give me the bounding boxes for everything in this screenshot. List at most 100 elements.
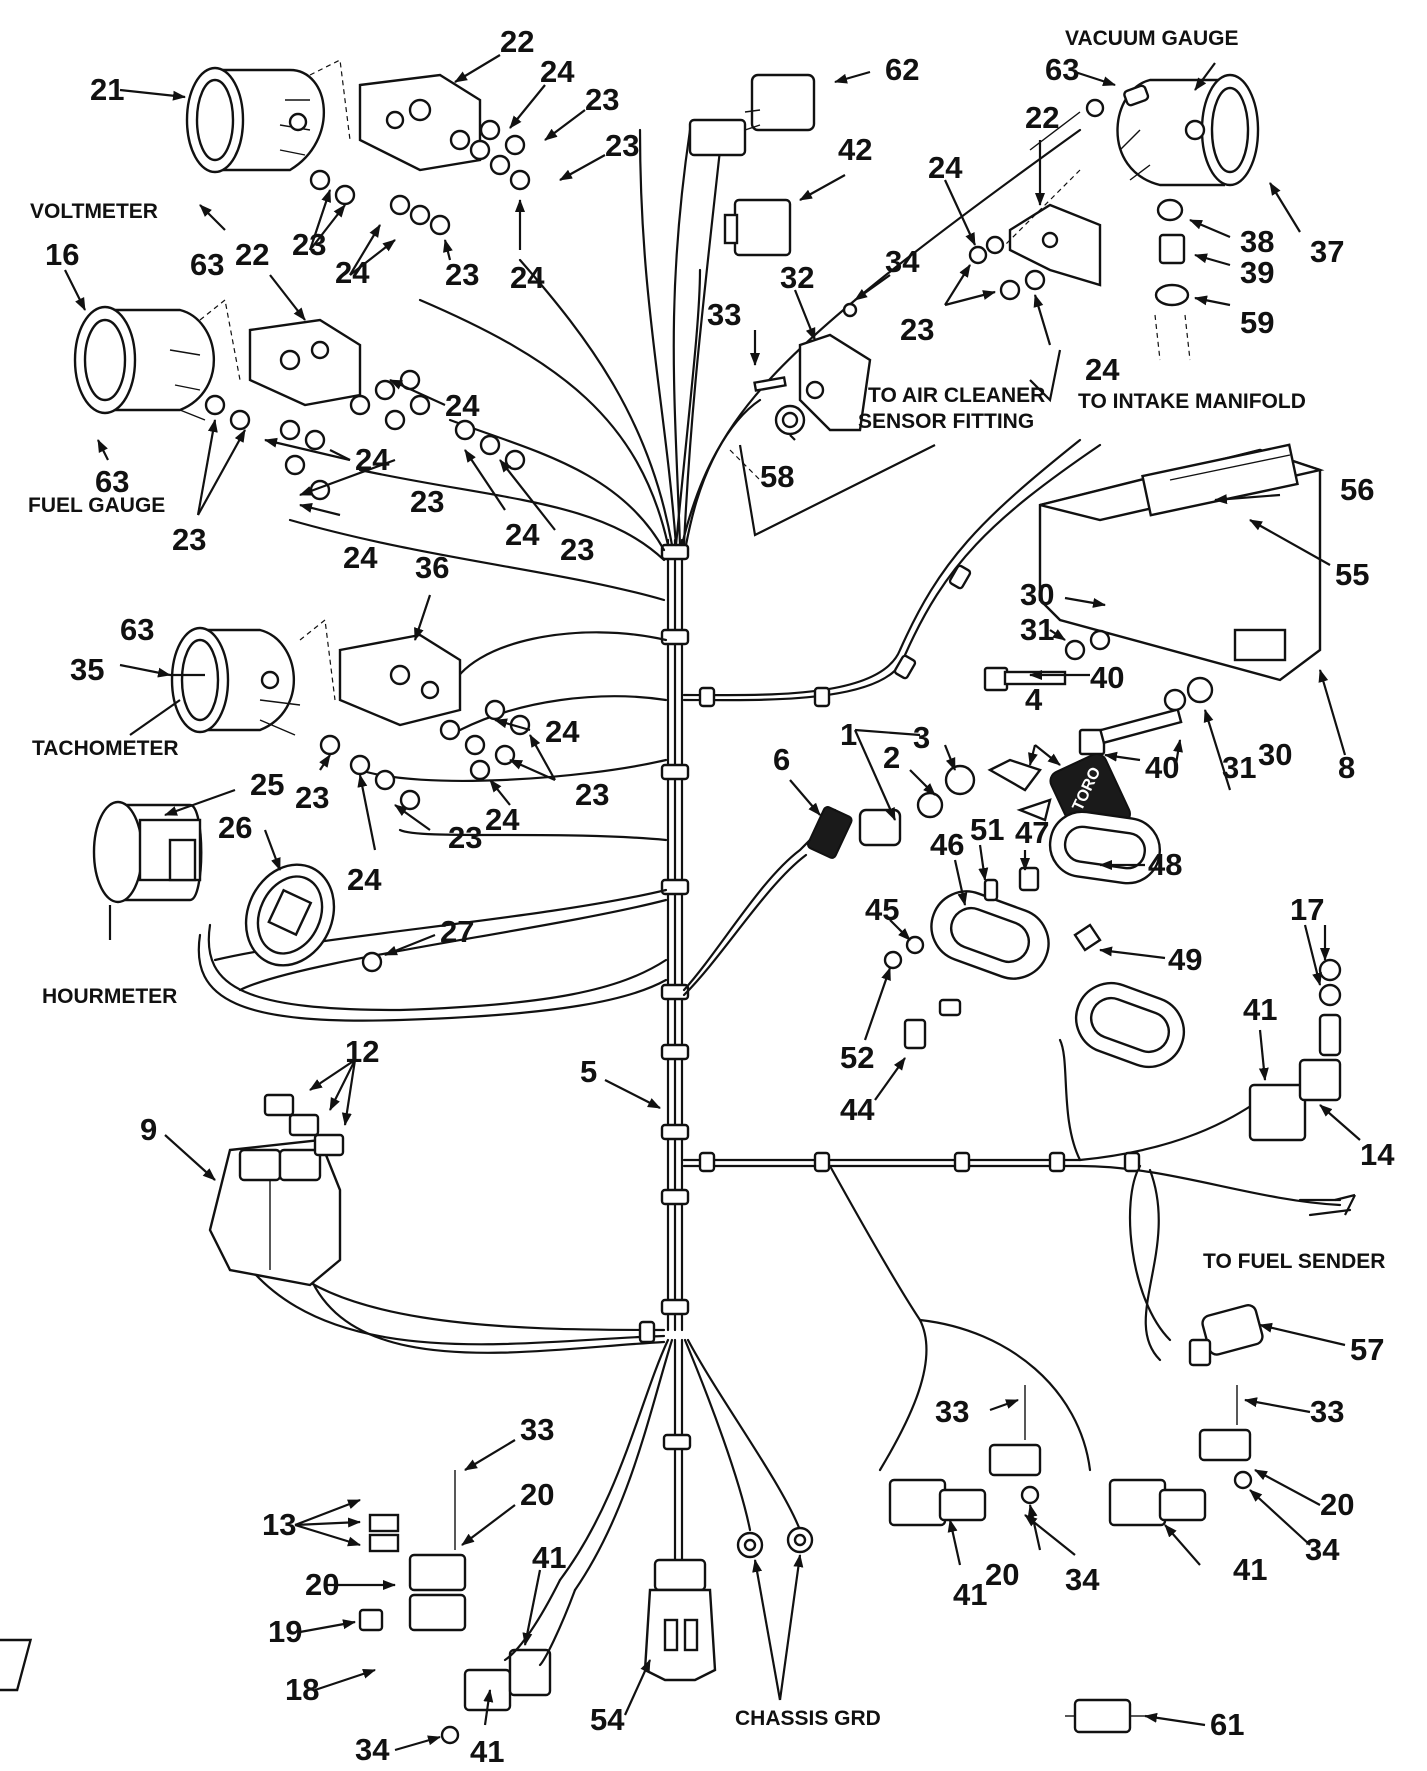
connector-6 xyxy=(807,806,853,859)
callout-51: 51 xyxy=(970,812,1004,847)
callout-23: 23 xyxy=(445,257,479,292)
callout-58: 58 xyxy=(760,459,794,494)
callout-numbers: 21 22 24 23 23 63 23 24 23 24 62 42 63 2… xyxy=(45,24,1395,1769)
sensor-32 xyxy=(753,333,872,432)
bracket-22-right xyxy=(999,111,1102,287)
callout-63: 63 xyxy=(120,612,154,647)
callout-13: 13 xyxy=(262,1507,296,1542)
callout-21: 21 xyxy=(90,72,124,107)
callout-39: 39 xyxy=(1240,255,1274,290)
callout-41: 41 xyxy=(1233,1552,1267,1587)
callout-1: 1 xyxy=(840,717,857,752)
callout-32: 32 xyxy=(780,260,814,295)
callout-23: 23 xyxy=(585,82,619,117)
callout-56: 56 xyxy=(1340,472,1374,507)
callout-24: 24 xyxy=(445,388,480,423)
connector-54 xyxy=(643,1558,717,1682)
callout-23: 23 xyxy=(448,820,482,855)
callout-40: 40 xyxy=(1145,750,1179,785)
callout-33: 33 xyxy=(707,297,741,332)
callout-47: 47 xyxy=(1015,815,1049,850)
bracket-22-mid xyxy=(199,298,362,407)
callout-24: 24 xyxy=(540,54,575,89)
callout-17: 17 xyxy=(1290,892,1324,927)
small-parts-47-51-49-45 xyxy=(883,866,1102,970)
hardware-nuts xyxy=(204,119,1046,973)
switch-42 xyxy=(723,198,792,257)
callout-8: 8 xyxy=(1338,750,1355,785)
callout-33: 33 xyxy=(1310,1394,1344,1429)
fuses-12 xyxy=(263,1093,345,1157)
callout-42: 42 xyxy=(838,132,872,167)
callout-24: 24 xyxy=(510,260,545,295)
callout-24: 24 xyxy=(355,442,390,477)
callout-4: 4 xyxy=(1025,682,1043,717)
callout-41: 41 xyxy=(470,1734,504,1769)
grommet-58 xyxy=(729,404,806,481)
callout-33: 33 xyxy=(935,1394,969,1429)
callout-33: 33 xyxy=(520,1412,554,1447)
callout-22: 22 xyxy=(1025,100,1059,135)
voltmeter-gauge xyxy=(185,66,325,174)
voltmeter-label: VOLTMETER xyxy=(30,200,158,223)
callout-24: 24 xyxy=(505,517,540,552)
vacuum-fittings xyxy=(1154,198,1191,361)
callout-16: 16 xyxy=(45,237,79,272)
switch-pair-middle xyxy=(888,1385,1253,1527)
callout-23: 23 xyxy=(295,780,329,815)
switch-41-right xyxy=(1248,958,1342,1142)
callout-23: 23 xyxy=(292,227,326,262)
intake-manifold-label: TO INTAKE MANIFOLD xyxy=(1078,390,1306,413)
callout-41: 41 xyxy=(1243,992,1277,1027)
switch-assembly-bottom-left xyxy=(0,1470,577,1745)
callout-23: 23 xyxy=(560,532,594,567)
callout-37: 37 xyxy=(1310,234,1344,269)
callout-23: 23 xyxy=(172,522,206,557)
fuse-block-9 xyxy=(208,1138,342,1287)
callout-54: 54 xyxy=(590,1702,625,1737)
callout-24: 24 xyxy=(1085,352,1120,387)
fuel-sender-label: TO FUEL SENDER xyxy=(1203,1250,1385,1273)
relay-62 xyxy=(744,73,816,132)
callout-23: 23 xyxy=(605,128,639,163)
bracket-36 xyxy=(299,618,462,727)
callout-63: 63 xyxy=(1045,52,1079,87)
callout-24: 24 xyxy=(335,255,370,290)
callout-41: 41 xyxy=(532,1540,566,1575)
callout-45: 45 xyxy=(865,892,899,927)
callout-63: 63 xyxy=(190,247,224,282)
air-cleaner-label-line1: TO AIR CLEANER xyxy=(868,384,1045,407)
lens-48 xyxy=(1048,810,1161,885)
tachometer-gauge xyxy=(170,626,301,736)
callout-31: 31 xyxy=(1020,612,1054,647)
switch-61 xyxy=(1065,1698,1145,1734)
fuel-sender-57 xyxy=(1144,1168,1352,1367)
connector-relay-harness xyxy=(688,118,747,157)
callout-24: 24 xyxy=(347,862,382,897)
lamp-base-44 xyxy=(903,981,1185,1069)
callout-27: 27 xyxy=(440,914,474,949)
callout-34: 34 xyxy=(355,1732,390,1767)
callout-24: 24 xyxy=(928,150,963,185)
callout-18: 18 xyxy=(285,1672,319,1707)
callout-34: 34 xyxy=(885,244,920,279)
callout-49: 49 xyxy=(1168,942,1202,977)
hourmeter-wire xyxy=(207,923,668,1012)
callout-23: 23 xyxy=(410,484,444,519)
chassis-ground-rings xyxy=(736,1526,814,1559)
hourmeter xyxy=(92,800,203,904)
callout-46: 46 xyxy=(930,827,964,862)
callout-14: 14 xyxy=(1360,1137,1395,1172)
callout-25: 25 xyxy=(250,767,284,802)
hourmeter-bezel-26 xyxy=(244,863,336,967)
callout-19: 19 xyxy=(268,1614,302,1649)
callout-52: 52 xyxy=(840,1040,874,1075)
callout-57: 57 xyxy=(1350,1332,1384,1367)
callout-44: 44 xyxy=(840,1092,875,1127)
callout-20: 20 xyxy=(520,1477,554,1512)
key-switch-1 xyxy=(858,758,1042,847)
callout-12: 12 xyxy=(345,1034,379,1069)
callout-3: 3 xyxy=(913,720,930,755)
callout-6: 6 xyxy=(773,742,790,777)
